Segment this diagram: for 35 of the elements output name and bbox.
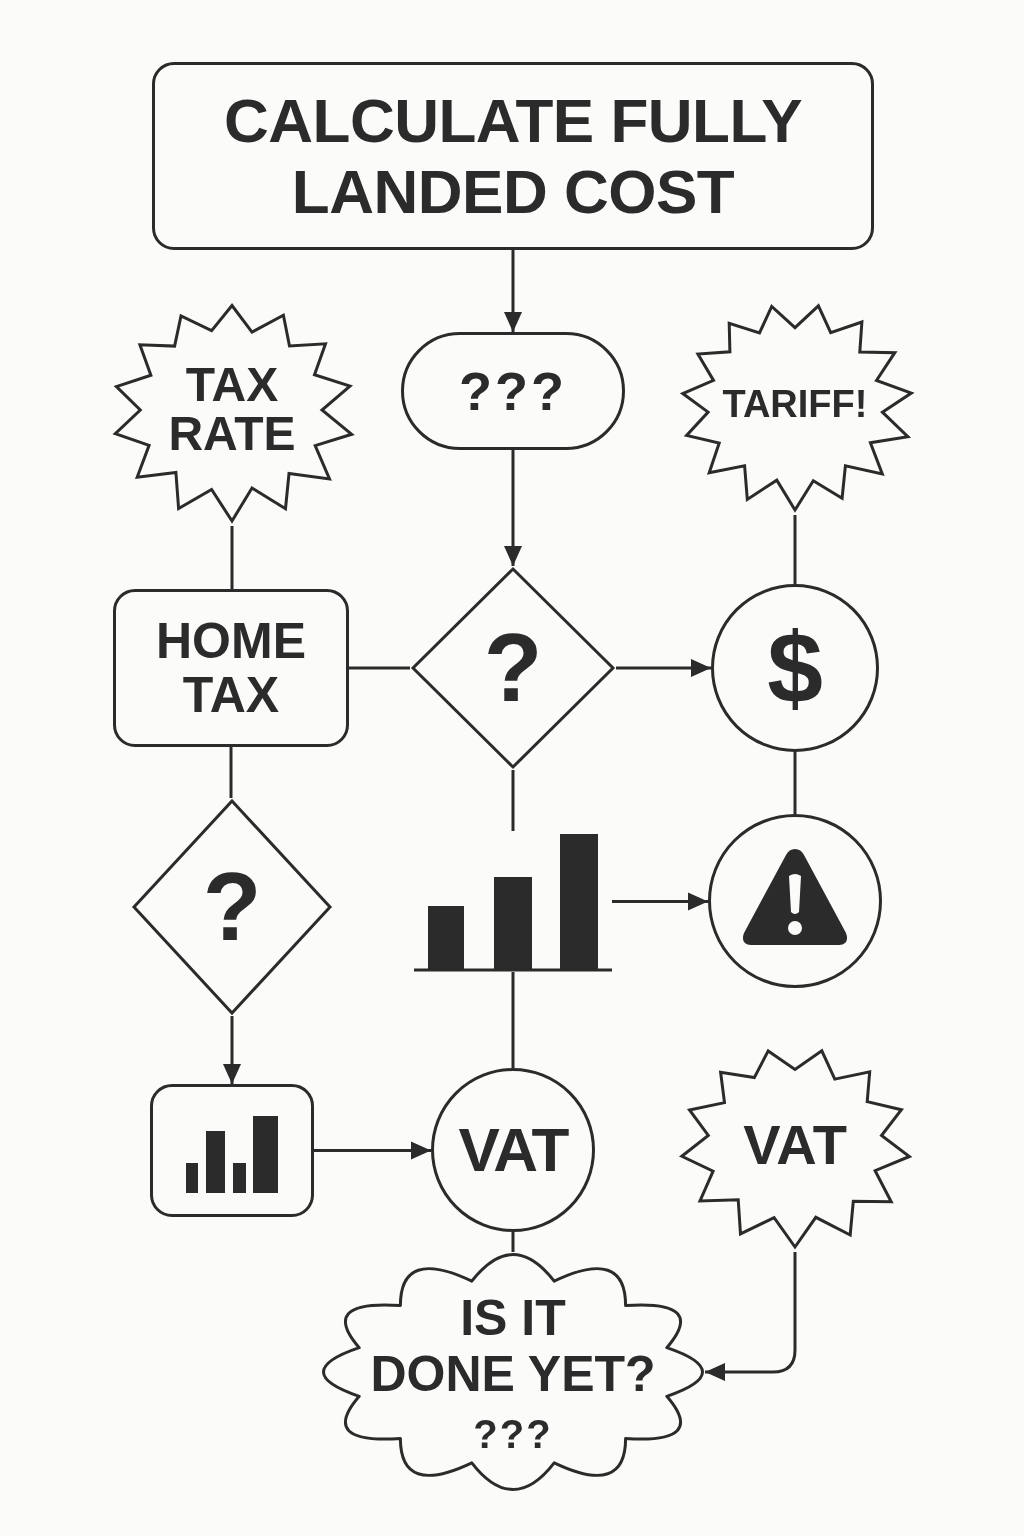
- dollar-sign: $: [767, 618, 823, 718]
- node-label: TAX RATE: [167, 361, 297, 459]
- heading-box: [152, 62, 874, 250]
- connector-line: [349, 666, 410, 670]
- node-label: IS IT DONE YET?: [370, 1290, 656, 1402]
- arrow: [616, 659, 711, 677]
- node-label: VAT: [458, 1119, 568, 1181]
- connector-line: [511, 1232, 515, 1252]
- connector-line: [229, 747, 233, 798]
- node-label: VAT: [743, 1116, 847, 1173]
- arrow: [705, 1252, 797, 1381]
- connector-line: [793, 752, 797, 814]
- node-label: TARIFF!: [722, 385, 868, 423]
- heading-text: CALCULATE FULLY LANDED COST: [223, 84, 803, 228]
- thought-cloud: [321, 1252, 705, 1492]
- arrow: [612, 892, 708, 911]
- connector-line: [511, 972, 515, 1068]
- rounded-box: [150, 1084, 314, 1217]
- decision-diamond: [131, 798, 333, 1016]
- connector-line: [230, 526, 234, 589]
- question-marks: ???: [473, 1414, 553, 1454]
- arrow: [314, 1141, 431, 1160]
- arrow: [504, 250, 522, 332]
- process-box: [113, 589, 349, 747]
- connector-line: [793, 515, 797, 584]
- question-mark: ?: [483, 620, 543, 716]
- bar-chart-drawing: [414, 831, 612, 972]
- terminator-pill: [401, 332, 625, 450]
- arrow: [223, 1016, 241, 1084]
- connector-line: [511, 770, 515, 831]
- decision-diamond: [410, 566, 616, 770]
- arrow: [504, 450, 522, 566]
- question-marks: ???: [459, 364, 567, 418]
- node-label: HOME TAX: [155, 614, 307, 722]
- question-mark: ?: [202, 859, 262, 955]
